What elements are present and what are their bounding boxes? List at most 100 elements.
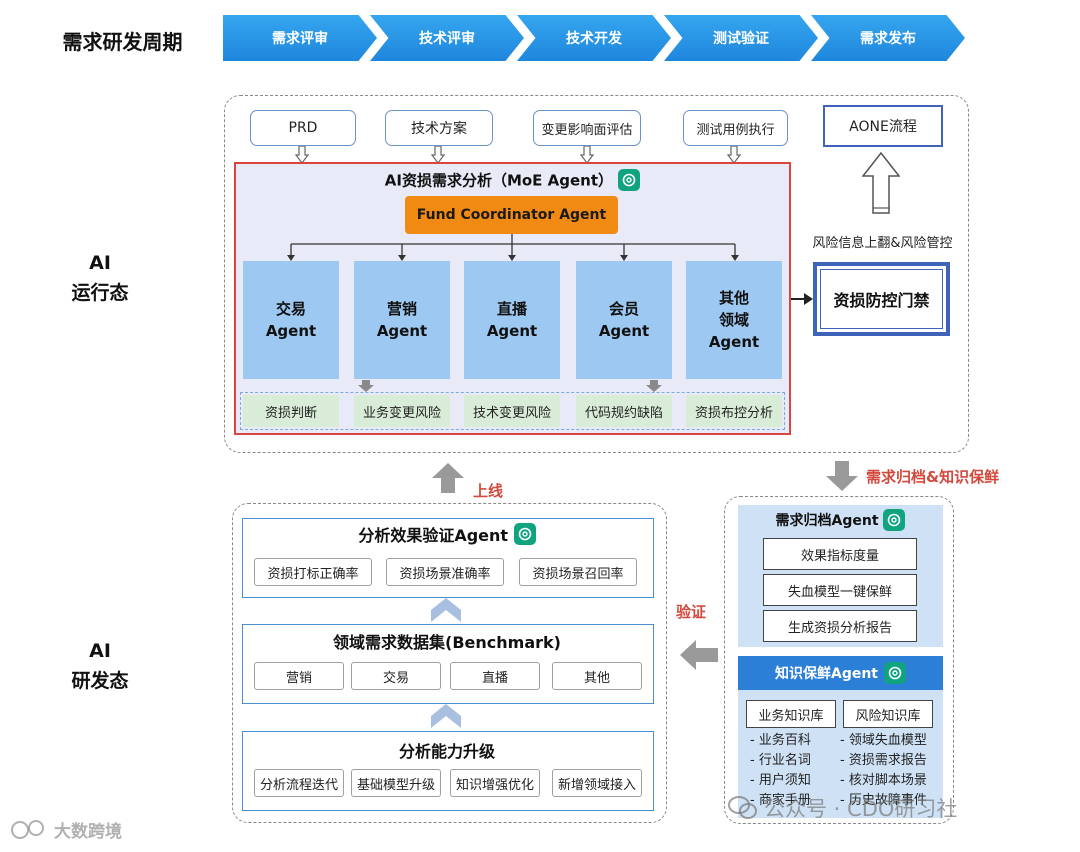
business-kb-item: - 行业名词 xyxy=(750,753,811,768)
down-arrow-icon xyxy=(646,380,662,392)
business-kb-item: - 用户须知 xyxy=(750,773,811,788)
chevron-up-icon xyxy=(431,598,461,622)
fund-loss-gate-box: 资损防控门禁 xyxy=(813,262,950,336)
upgrade-chip: 基础模型升级 xyxy=(351,769,441,797)
chip-label: 效果指标度量 xyxy=(800,548,879,564)
up-arrow-icon xyxy=(432,463,464,493)
dataset-chip: 营销 xyxy=(254,662,344,690)
results-strip xyxy=(240,392,785,430)
stage-label: 技术评审 xyxy=(419,31,475,47)
verify-agent-title-text: 分析效果验证Agent xyxy=(358,526,509,545)
stage-label: 技术开发 xyxy=(566,31,622,47)
wechat-icon xyxy=(728,796,757,819)
result-label: 资损布控分析 xyxy=(694,405,773,421)
coordinator-label: Fund Coordinator Agent xyxy=(416,207,607,223)
knowledge-agent-header: 知识保鲜Agent xyxy=(738,656,943,690)
chip-label: 直播 xyxy=(481,670,508,686)
runtime-label-line1: AI xyxy=(89,252,111,274)
fund-coordinator-agent: Fund Coordinator Agent xyxy=(405,196,618,234)
down-arrow-icon xyxy=(826,461,858,491)
down-arrow-icon xyxy=(431,146,445,164)
dataset-chip: 交易 xyxy=(351,662,441,690)
result-label: 业务变更风险 xyxy=(362,405,441,421)
risk-kb-item: - 领域失血模型 xyxy=(840,733,927,748)
chip-label: 资损打标正确率 xyxy=(267,566,359,582)
lifecycle-row-label: 需求研发周期 xyxy=(62,30,183,54)
input-label: 测试用例执行 xyxy=(696,122,775,138)
upgrade-chip: 新增领域接入 xyxy=(552,769,642,797)
dev-label-line2: 研发态 xyxy=(71,670,129,692)
verify-agent-title: 分析效果验证Agent xyxy=(242,522,652,546)
dev-right-container xyxy=(724,496,954,824)
result-business-change-risk: 业务变更风险 xyxy=(354,395,450,427)
risk-kb-title: 风险知识库 xyxy=(843,700,933,728)
input-label: 变更影响面评估 xyxy=(541,122,633,138)
agent-name: 其他 xyxy=(718,289,749,307)
chip-label: 营销 xyxy=(285,670,312,686)
agent-name: 会员 xyxy=(608,300,639,318)
agent-member: 会员 Agent xyxy=(576,261,672,379)
archive-item: 效果指标度量 xyxy=(763,538,917,570)
gate-label: 资损防控门禁 xyxy=(833,291,930,310)
agent-live: 直播 Agent xyxy=(464,261,560,379)
moe-title-text: AI资损需求分析（MoE Agent） xyxy=(384,171,614,190)
stage-chevron-testing: 测试验证 xyxy=(664,15,818,61)
risk-escalation-label: 风险信息上翻&风险管控 xyxy=(812,236,953,251)
left-arrow-icon xyxy=(680,640,718,670)
chip-label: 交易 xyxy=(382,670,409,686)
chip-label: 业务知识库 xyxy=(758,708,824,724)
stage-chevron-tech-review: 技术评审 xyxy=(370,15,524,61)
agent-suffix: Agent xyxy=(486,322,538,340)
openai-icon xyxy=(513,523,536,545)
openai-icon xyxy=(883,509,906,531)
benchmark-title: 领域需求数据集(Benchmark) xyxy=(333,633,561,652)
chip-label: 新增领域接入 xyxy=(557,777,636,793)
agent-name: 交易 xyxy=(275,300,306,318)
stage-label: 需求发布 xyxy=(860,31,916,47)
agent-domain: 领域 xyxy=(718,311,749,329)
stage-chevron-development: 技术开发 xyxy=(517,15,671,61)
chip-label: 基础模型升级 xyxy=(356,777,435,793)
runtime-label-line2: 运行态 xyxy=(71,282,129,304)
result-fund-loss-judgement: 资损判断 xyxy=(243,395,339,427)
online-label: 上线 xyxy=(473,482,504,500)
result-tech-change-risk: 技术变更风险 xyxy=(464,395,560,427)
runtime-container xyxy=(224,95,969,453)
watermark-left-text: 大数跨境 xyxy=(54,822,122,842)
agent-suffix: Agent xyxy=(598,322,650,340)
input-test-execution: 测试用例执行 xyxy=(683,110,788,146)
business-kb-item: - 业务百科 xyxy=(750,733,811,748)
chevron-up-icon xyxy=(431,704,461,728)
up-arrow-icon xyxy=(862,152,900,214)
stage-label: 测试验证 xyxy=(713,31,769,47)
coordinator-connector xyxy=(287,234,739,261)
right-arrow-icon xyxy=(790,293,813,305)
risk-kb-item: - 历史故障事件 xyxy=(840,793,927,808)
agent-marketing: 营销 Agent xyxy=(354,261,450,379)
result-label: 代码规约缺陷 xyxy=(584,405,663,421)
aone-process-box: AONE流程 xyxy=(823,105,943,147)
openai-icon xyxy=(884,662,906,684)
aone-label: AONE流程 xyxy=(849,119,917,135)
input-label: PRD xyxy=(288,120,318,136)
business-kb-title: 业务知识库 xyxy=(746,700,836,728)
input-prd: PRD xyxy=(250,110,356,146)
knowledge-agent-title-text: 知识保鲜Agent xyxy=(774,666,878,682)
upgrade-chip: 知识增强优化 xyxy=(450,769,540,797)
dev-label-line1: AI xyxy=(89,640,111,662)
dev-section-label: AI 研发态 xyxy=(50,636,150,696)
agent-name: 直播 xyxy=(496,300,527,318)
upgrade-chip: 分析流程迭代 xyxy=(254,769,344,797)
archive-item: 生成资损分析报告 xyxy=(763,610,917,642)
chip-label: 风险知识库 xyxy=(855,708,921,724)
input-impact-assessment: 变更影响面评估 xyxy=(533,110,641,146)
chip-label: 资损场景召回率 xyxy=(532,566,624,582)
dataset-chip: 直播 xyxy=(450,662,540,690)
agent-suffix: Agent xyxy=(376,322,428,340)
chat-bubble-icon xyxy=(11,819,44,839)
watermark-right: 公众号 · CDO研习社 xyxy=(728,793,957,823)
stage-chevron-release: 需求发布 xyxy=(811,15,965,61)
result-fund-control-analysis: 资损布控分析 xyxy=(686,395,782,427)
chip-label: 分析流程迭代 xyxy=(259,777,338,793)
down-arrow-icon xyxy=(295,146,309,164)
